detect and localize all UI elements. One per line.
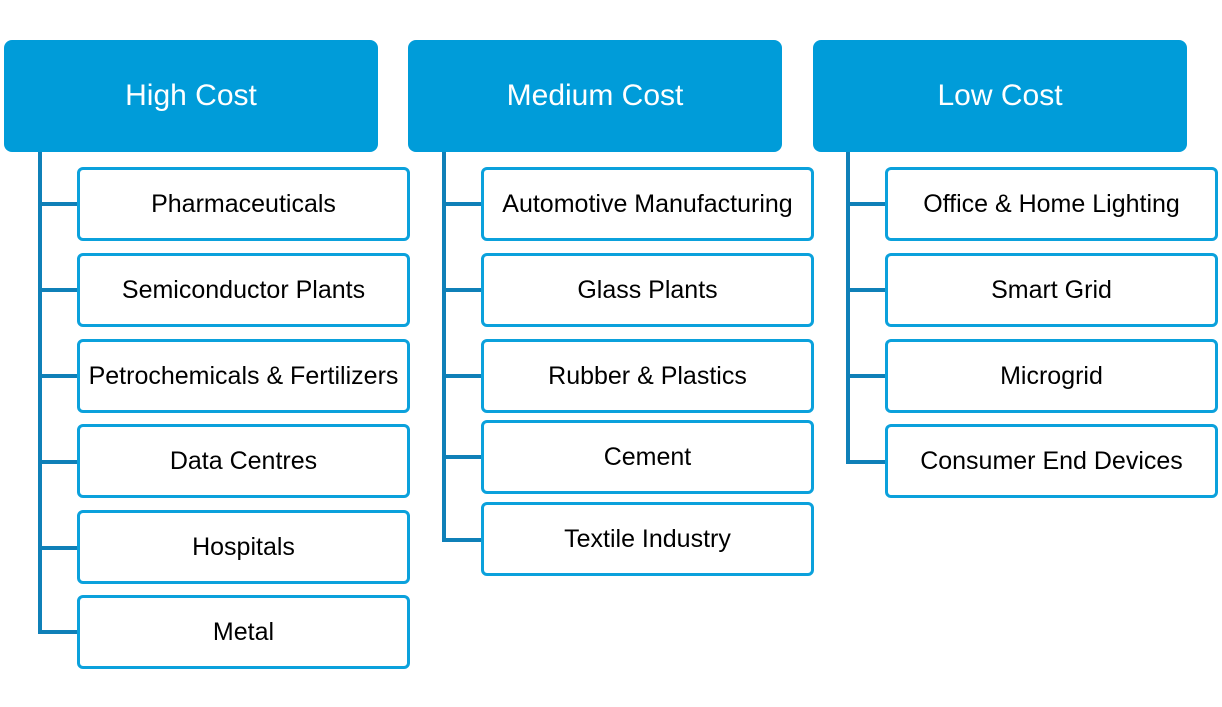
connector-branch xyxy=(442,288,482,292)
list-item: Metal xyxy=(77,595,410,669)
connector-branch xyxy=(38,546,78,550)
connector-branch xyxy=(38,202,78,206)
connector-branch xyxy=(38,288,78,292)
list-item: Textile Industry xyxy=(481,502,814,576)
list-item: Glass Plants xyxy=(481,253,814,327)
connector-branch xyxy=(38,460,78,464)
connector-branch xyxy=(442,455,482,459)
connector-branch xyxy=(38,630,78,634)
list-item: Automotive Manufacturing xyxy=(481,167,814,241)
connector-trunk xyxy=(442,152,446,542)
list-item: Cement xyxy=(481,420,814,494)
list-item: Smart Grid xyxy=(885,253,1218,327)
list-item: Office & Home Lighting xyxy=(885,167,1218,241)
connector-branch xyxy=(846,460,886,464)
connector-branch xyxy=(442,202,482,206)
list-item: Consumer End Devices xyxy=(885,424,1218,498)
column-header-medium-cost: Medium Cost xyxy=(408,40,782,152)
connector-trunk xyxy=(846,152,850,464)
connector-branch xyxy=(442,538,482,542)
connector-branch xyxy=(38,374,78,378)
column-title: High Cost xyxy=(125,79,257,112)
connector-branch xyxy=(846,374,886,378)
column-title: Medium Cost xyxy=(506,79,684,112)
connector-branch xyxy=(846,202,886,206)
list-item: Hospitals xyxy=(77,510,410,584)
list-item: Pharmaceuticals xyxy=(77,167,410,241)
list-item: Semiconductor Plants xyxy=(77,253,410,327)
column-title: Low Cost xyxy=(937,79,1063,112)
column-header-high-cost: High Cost xyxy=(4,40,378,152)
connector-branch xyxy=(442,374,482,378)
list-item: Rubber & Plastics xyxy=(481,339,814,413)
connector-trunk xyxy=(38,152,42,634)
list-item: Petrochemicals & Fertilizers xyxy=(77,339,410,413)
list-item: Microgrid xyxy=(885,339,1218,413)
connector-branch xyxy=(846,288,886,292)
column-header-low-cost: Low Cost xyxy=(813,40,1187,152)
list-item: Data Centres xyxy=(77,424,410,498)
